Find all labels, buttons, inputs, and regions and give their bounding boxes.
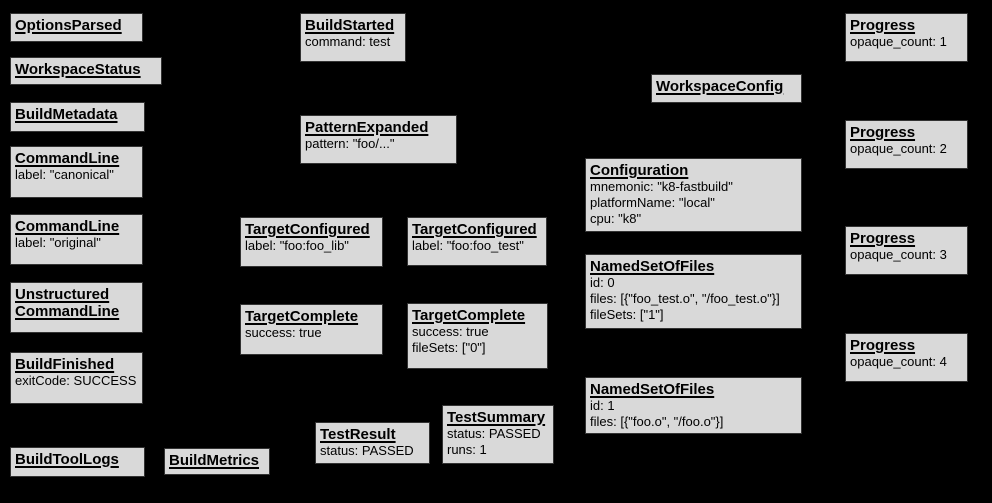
event-node-title: Progress — [850, 17, 916, 34]
event-node-field: cpu: "k8" — [590, 211, 642, 226]
event-node-buildtoollogs-7: BuildToolLogs — [10, 447, 145, 477]
event-node-field: opaque_count: 4 — [850, 354, 947, 369]
event-node-title: TargetComplete — [245, 308, 359, 325]
event-node-field: status: PASSED — [447, 426, 541, 441]
event-node-field: success: true — [245, 325, 322, 340]
event-node-field: fileSets: ["0"] — [412, 340, 486, 355]
event-node-optionsparsed-0: OptionsParsed — [10, 13, 143, 42]
event-node-title: NamedSetOfFiles — [590, 258, 715, 275]
event-node-title: NamedSetOfFiles — [590, 381, 715, 398]
event-node-title: WorkspaceConfig — [656, 78, 784, 95]
event-node-title: CommandLine — [15, 218, 120, 235]
event-node-field: label: "foo:foo_lib" — [245, 238, 349, 253]
event-node-buildmetrics-8: BuildMetrics — [164, 448, 270, 475]
event-node-title: OptionsParsed — [15, 17, 122, 34]
event-node-title: Configuration — [590, 162, 689, 179]
event-node-title: BuildMetadata — [15, 106, 118, 123]
event-node-field: exitCode: SUCCESS — [15, 373, 137, 388]
event-node-title: TargetConfigured — [412, 221, 537, 238]
event-node-field: label: "foo:foo_test" — [412, 238, 524, 253]
event-node-title: WorkspaceStatus — [15, 61, 141, 78]
event-node-field: status: PASSED — [320, 443, 414, 458]
event-node-field: runs: 1 — [447, 442, 487, 457]
event-node-title: BuildMetrics — [169, 452, 260, 469]
event-node-title: BuildFinished — [15, 356, 115, 373]
event-node-field: mnemonic: "k8-fastbuild" — [590, 179, 733, 194]
event-node-field: opaque_count: 3 — [850, 247, 947, 262]
event-node-field: opaque_count: 1 — [850, 34, 947, 49]
event-node-unstructured-commandline-5: Unstructured CommandLine — [10, 282, 143, 333]
event-node-workspaceconfig-17: WorkspaceConfig — [651, 74, 802, 103]
event-node-field: pattern: "foo/..." — [305, 136, 395, 151]
event-node-field: id: 1 — [590, 398, 615, 413]
event-node-workspacestatus-1: WorkspaceStatus — [10, 57, 162, 85]
event-node-title: TestResult — [320, 426, 396, 443]
event-node-title: Progress — [850, 337, 916, 354]
event-node-field: success: true — [412, 324, 489, 339]
event-node-title: Unstructured CommandLine — [15, 286, 120, 320]
event-node-title: Progress — [850, 124, 916, 141]
event-node-field: files: [{"foo_test.o", "/foo_test.o"}] — [590, 291, 780, 306]
event-node-field: command: test — [305, 34, 391, 49]
event-node-buildmetadata-2: BuildMetadata — [10, 102, 145, 132]
event-node-field: opaque_count: 2 — [850, 141, 947, 156]
event-node-title: TargetComplete — [412, 307, 526, 324]
event-node-field: label: "canonical" — [15, 167, 114, 182]
event-node-field: files: [{"foo.o", "/foo.o"}] — [590, 414, 724, 429]
event-node-title: TestSummary — [447, 409, 546, 426]
event-node-title: BuildStarted — [305, 17, 395, 34]
event-node-field: fileSets: ["1"] — [590, 307, 664, 322]
event-node-title: PatternExpanded — [305, 119, 429, 136]
event-node-title: TargetConfigured — [245, 221, 370, 238]
event-node-field: id: 0 — [590, 275, 615, 290]
event-node-title: Progress — [850, 230, 916, 247]
event-node-field: label: "original" — [15, 235, 101, 250]
event-node-title: CommandLine — [15, 150, 120, 167]
event-node-field: platformName: "local" — [590, 195, 715, 210]
event-node-title: BuildToolLogs — [15, 451, 119, 468]
